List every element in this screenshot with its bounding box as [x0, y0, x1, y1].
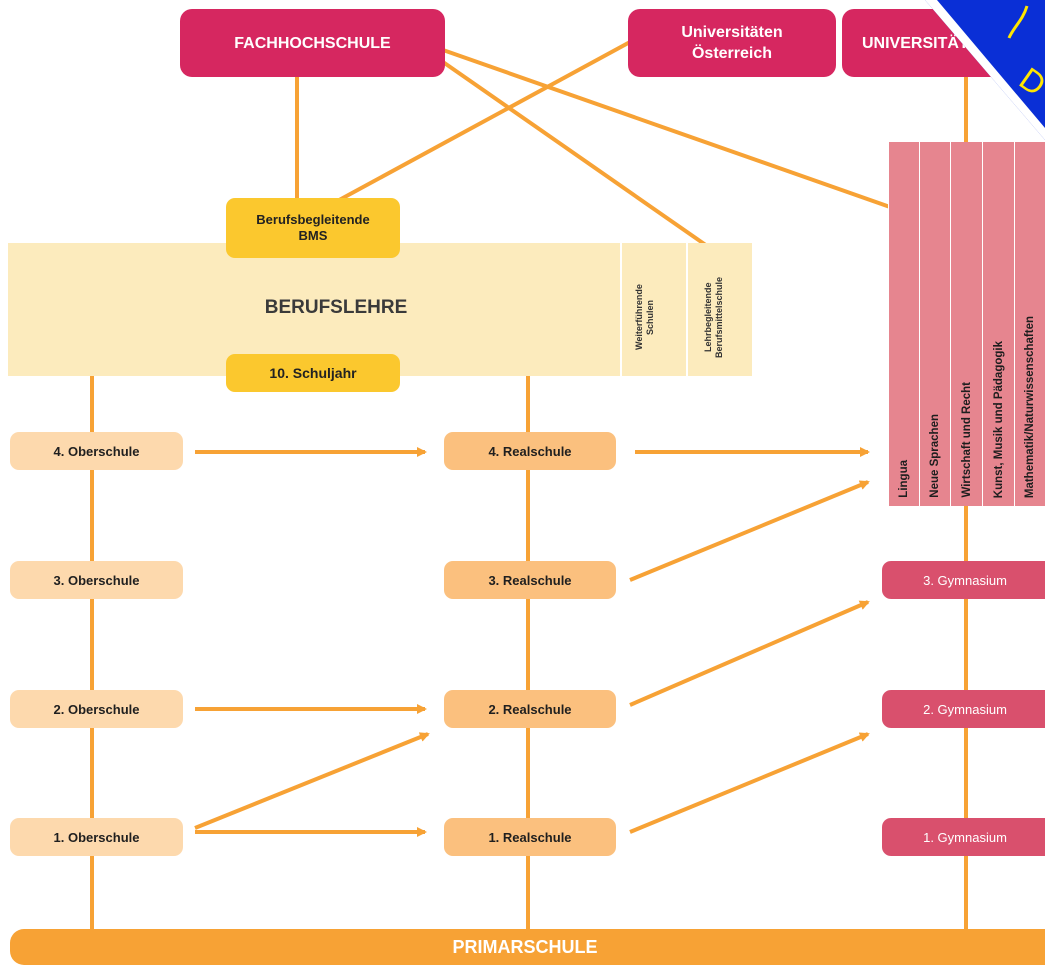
- line-univ-oesterreich-bms: [329, 40, 631, 207]
- weiterfuehrende-band: [622, 243, 686, 376]
- oberschule-4-label: 4. Oberschule: [53, 443, 140, 459]
- column-label-kunst-musik: Kunst, Musik und Pädagogik: [992, 340, 1005, 498]
- gymnasium-3-box[interactable]: 3. Gymnasium: [882, 561, 1045, 599]
- realschule-3-box[interactable]: 3. Realschule: [444, 561, 616, 599]
- universitaet-label: UNIVERSITÄT: [862, 34, 969, 52]
- column-mathematik[interactable]: Mathematik/Naturwissenschaften: [1014, 142, 1045, 506]
- primarschule-bar[interactable]: PRIMARSCHULE: [10, 929, 1045, 965]
- column-label-wirtschaft-recht: Wirtschaft und Recht: [960, 382, 973, 498]
- gymnasium-2-box[interactable]: 2. Gymnasium: [882, 690, 1045, 728]
- column-label-mathematik: Mathematik/Naturwissenschaften: [1024, 315, 1036, 498]
- schuljahr-label: 10. Schuljahr: [269, 365, 357, 381]
- arrow-1ober-2real: [194, 732, 430, 830]
- berufslehre-label: BERUFSLEHRE: [264, 296, 408, 318]
- column-wirtschaft-recht[interactable]: Wirtschaft und Recht: [950, 142, 982, 506]
- column-kunst-musik[interactable]: Kunst, Musik und Pädagogik: [982, 142, 1014, 506]
- oberschule-2-box[interactable]: 2. Oberschule: [10, 690, 183, 728]
- arrow-2real-3gym: [629, 600, 870, 707]
- lehrbegleitende-band: [688, 243, 752, 376]
- universitaeten-oesterreich-box[interactable]: Universitäten Österreich: [628, 9, 836, 77]
- gymnasium-2-label: 2. Gymnasium: [923, 701, 1007, 717]
- fachhochschule-label: FACHHOCHSCHULE: [234, 34, 391, 52]
- realschule-2-box[interactable]: 2. Realschule: [444, 690, 616, 728]
- universitaeten-label-2: Österreich: [691, 45, 773, 62]
- column-lingua[interactable]: Lingua: [888, 142, 919, 506]
- column-label-neue-sprachen: Neue Sprachen: [929, 414, 941, 498]
- gymnasium-1-label: 1. Gymnasium: [923, 829, 1007, 845]
- oberschule-1-box[interactable]: 1. Oberschule: [10, 818, 183, 856]
- realschule-4-label: 4. Realschule: [488, 443, 572, 459]
- realschule-2-label: 2. Realschule: [488, 701, 572, 717]
- primarschule-label: PRIMARSCHULE: [452, 936, 598, 957]
- column-label-lingua: Lingua: [898, 460, 910, 498]
- oberschule-2-label: 2. Oberschule: [53, 701, 140, 717]
- schuljahr-box[interactable]: 10. Schuljahr: [226, 354, 400, 392]
- oberschule-3-label: 3. Oberschule: [53, 572, 140, 588]
- column-neue-sprachen[interactable]: Neue Sprachen: [919, 142, 950, 506]
- universitaeten-label-1: Universitäten: [681, 24, 783, 41]
- arrow-1real-2gym: [629, 732, 870, 834]
- corner-badge-icon: D: [925, 0, 1045, 140]
- line-fh-gymnasium: [442, 48, 891, 209]
- berufsbegleitende-bms-box[interactable]: Berufsbegleitende BMS: [226, 198, 400, 258]
- oberschule-1-label: 1. Oberschule: [53, 829, 140, 845]
- oberschule-3-box[interactable]: 3. Oberschule: [10, 561, 183, 599]
- realschule-1-box[interactable]: 1. Realschule: [444, 818, 616, 856]
- bms-label-1: Berufsbegleitende: [256, 212, 370, 227]
- line-fh-lehrbegleitende: [441, 60, 712, 250]
- fachhochschule-box[interactable]: FACHHOCHSCHULE: [180, 9, 445, 77]
- bms-label-2: BMS: [298, 228, 328, 243]
- gymnasium-1-box[interactable]: 1. Gymnasium: [882, 818, 1045, 856]
- arrow-3real-gym: [629, 480, 870, 582]
- realschule-1-label: 1. Realschule: [488, 829, 572, 845]
- realschule-3-label: 3. Realschule: [488, 572, 572, 588]
- gymnasium-3-label: 3. Gymnasium: [923, 572, 1007, 588]
- berufslehre-band: BERUFSLEHRE: [8, 243, 620, 376]
- oberschule-4-box[interactable]: 4. Oberschule: [10, 432, 183, 470]
- realschule-4-box[interactable]: 4. Realschule: [444, 432, 616, 470]
